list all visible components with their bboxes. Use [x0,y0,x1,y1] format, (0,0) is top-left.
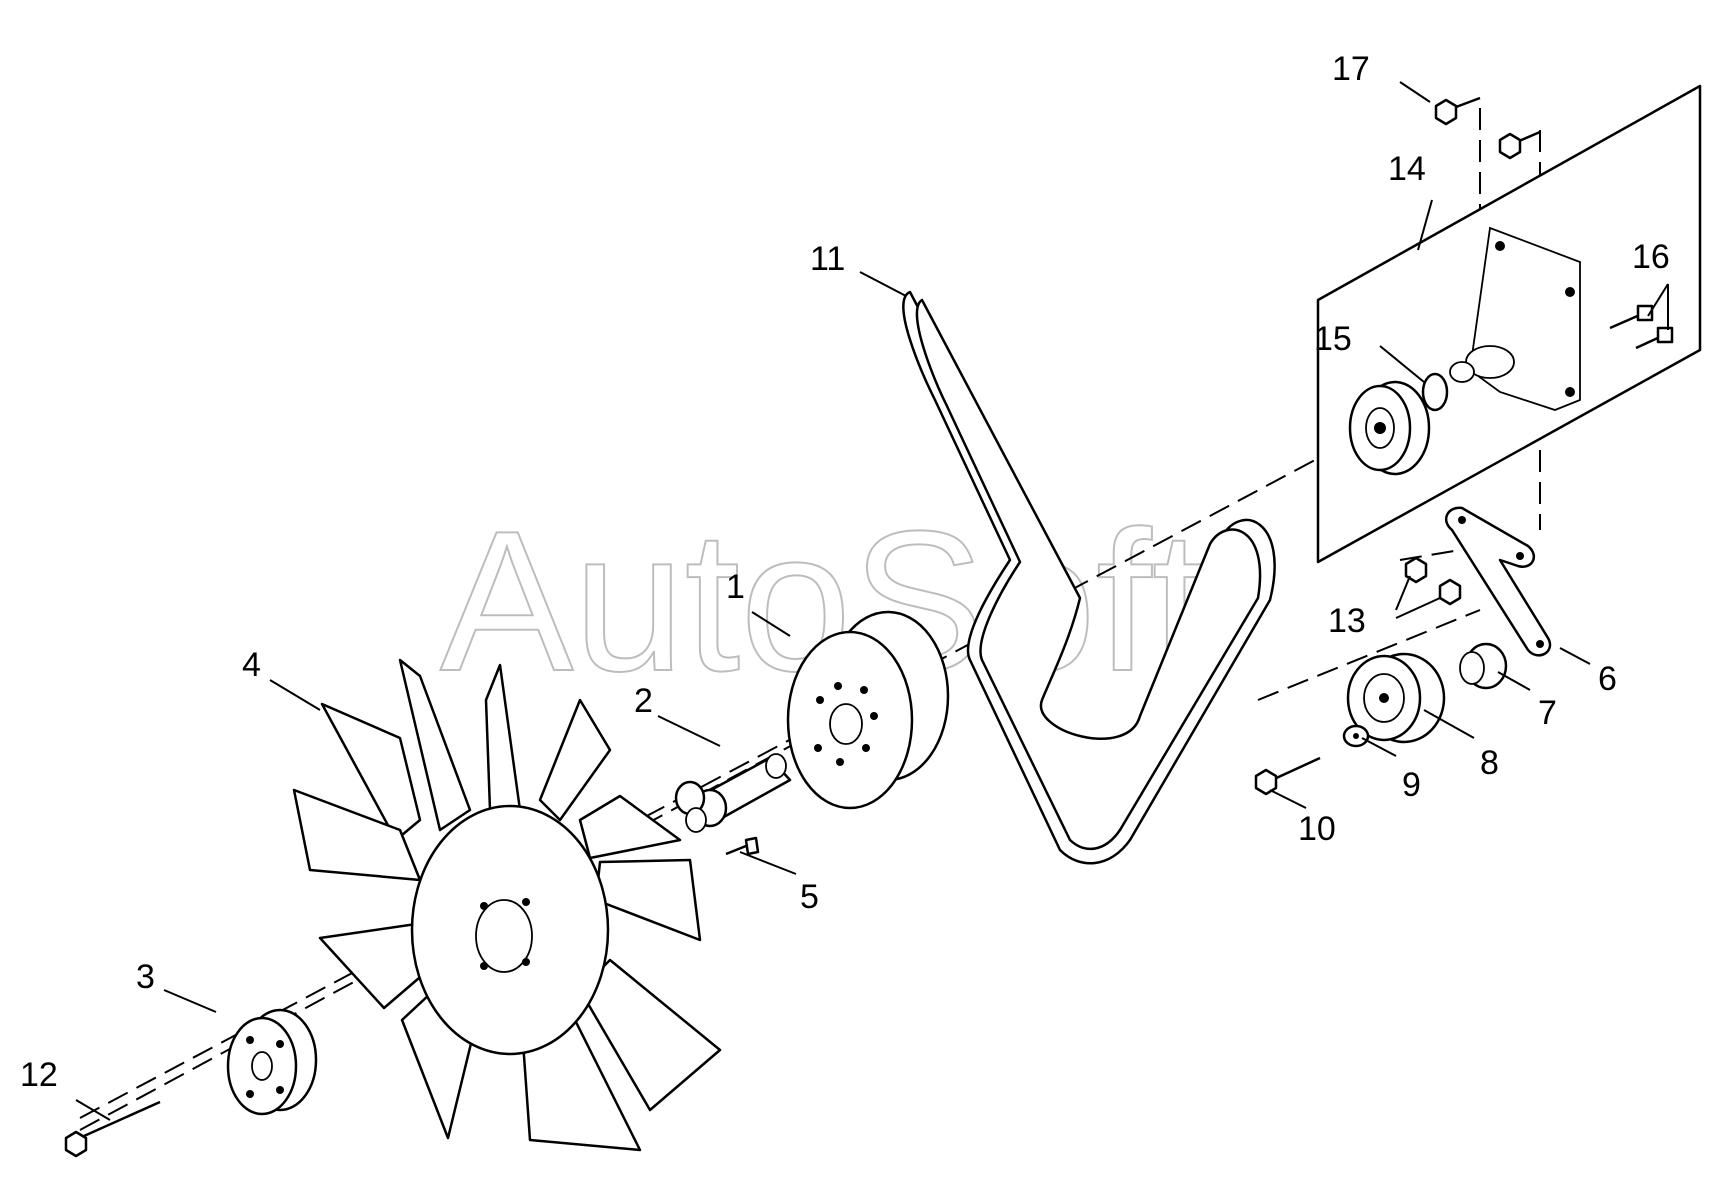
callout-10: 10 [1298,810,1336,848]
callout-2: 2 [634,682,653,720]
callout-11: 11 [810,240,845,278]
callout-12: 12 [20,1056,58,1094]
nuts-13 [1404,556,1462,606]
screw-5 [725,836,760,856]
bolt-10 [1254,756,1321,796]
bolts-16 [1609,304,1674,350]
leader-lines [75,81,1669,1121]
idler-pulley-8 [1346,652,1446,744]
callout-13: 13 [1328,602,1366,640]
bolts-17 [1434,96,1541,160]
callout-9: 9 [1402,766,1421,804]
callout-7: 7 [1538,694,1557,732]
belt-11 [902,290,1276,865]
callout-8: 8 [1480,744,1499,782]
callout-16: 16 [1632,238,1670,276]
callout-3: 3 [136,958,155,996]
washer-9 [1342,724,1370,748]
spacer-2 [674,753,792,833]
pulley-1 [786,610,950,810]
callout-4: 4 [242,646,261,684]
callout-labels: 1 2 3 4 5 6 7 8 9 10 11 12 13 14 15 16 1… [20,50,1670,1094]
idler-pulley-upper [1348,380,1431,476]
callout-5: 5 [800,878,819,916]
hub-plate-3 [226,1008,318,1116]
spacer-7 [1459,642,1508,690]
callout-1: 1 [726,568,745,606]
snap-ring-15 [1421,372,1449,412]
fan-4 [292,658,722,1152]
callout-6: 6 [1598,660,1617,698]
callout-14: 14 [1388,150,1426,188]
callout-17: 17 [1332,50,1370,88]
bolt-12 [64,1100,161,1158]
bracket-6 [1444,506,1552,657]
callout-15: 15 [1314,320,1352,358]
